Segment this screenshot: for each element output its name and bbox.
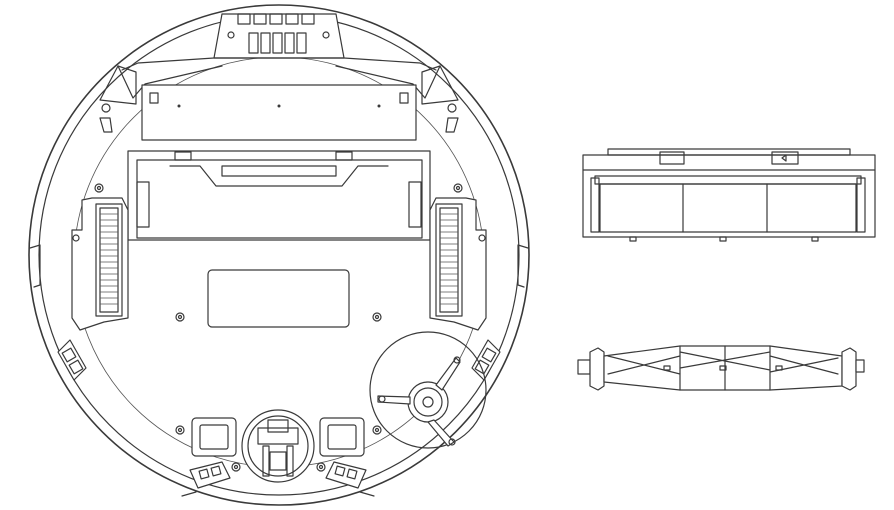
top-panel bbox=[141, 84, 417, 141]
front-vent bbox=[213, 13, 345, 59]
left-wheel bbox=[71, 197, 129, 331]
right-bumper-notch bbox=[517, 244, 529, 288]
dustbin-top-view bbox=[582, 148, 876, 242]
right-wheel bbox=[429, 197, 487, 331]
label-plate bbox=[207, 269, 350, 328]
left-bumper-notch bbox=[29, 244, 41, 288]
bottom-right-cliff bbox=[325, 461, 367, 489]
right-cliff-sensor bbox=[471, 339, 501, 381]
robot-outer-shell bbox=[28, 4, 530, 506]
left-shoulder bbox=[117, 65, 223, 99]
bottom-right-sensor bbox=[319, 417, 365, 457]
body-screws bbox=[94, 183, 463, 472]
main-brush bbox=[577, 345, 865, 391]
caster-wheel bbox=[241, 409, 315, 483]
dustbin-installed bbox=[127, 150, 431, 241]
robot-underside bbox=[28, 4, 530, 506]
bottom-left-cliff bbox=[189, 461, 231, 489]
bottom-left-sensor bbox=[191, 417, 237, 457]
right-shoulder bbox=[335, 65, 441, 99]
side-brush bbox=[369, 331, 487, 449]
left-cliff-sensor bbox=[57, 339, 87, 381]
